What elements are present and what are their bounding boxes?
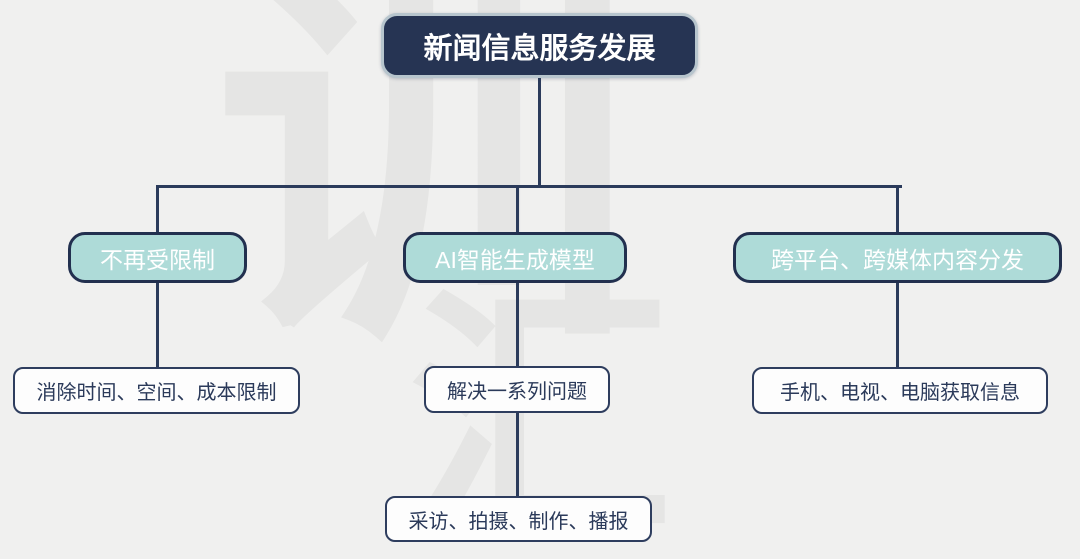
node-branch-no-restrictions: 不再受限制 bbox=[68, 232, 247, 283]
node-branch-ai-generation-model: AI智能生成模型 bbox=[403, 232, 627, 283]
node-branch-cross-platform-distribution: 跨平台、跨媒体内容分发 bbox=[733, 232, 1062, 283]
connector-child-2-to-grandchild bbox=[516, 413, 519, 497]
connector-root-down bbox=[538, 78, 541, 188]
connector-to-branch-2 bbox=[516, 186, 519, 234]
node-leaf-interview-shoot-produce-broadcast: 采访、拍摄、制作、播报 bbox=[385, 496, 652, 542]
connector-branch-2-to-child bbox=[516, 282, 519, 368]
connector-to-branch-1 bbox=[156, 186, 159, 234]
connector-level1-horizontal bbox=[156, 185, 902, 188]
node-leaf-devices-get-info: 手机、电视、电脑获取信息 bbox=[752, 367, 1048, 414]
connector-to-branch-3 bbox=[896, 186, 899, 234]
connector-branch-3-to-child bbox=[896, 282, 899, 368]
node-leaf-eliminate-limits: 消除时间、空间、成本限制 bbox=[13, 367, 300, 414]
node-leaf-solve-problems: 解决一系列问题 bbox=[424, 366, 610, 413]
connector-branch-1-to-child bbox=[156, 282, 159, 368]
node-root: 新闻信息服务发展 bbox=[381, 13, 698, 78]
